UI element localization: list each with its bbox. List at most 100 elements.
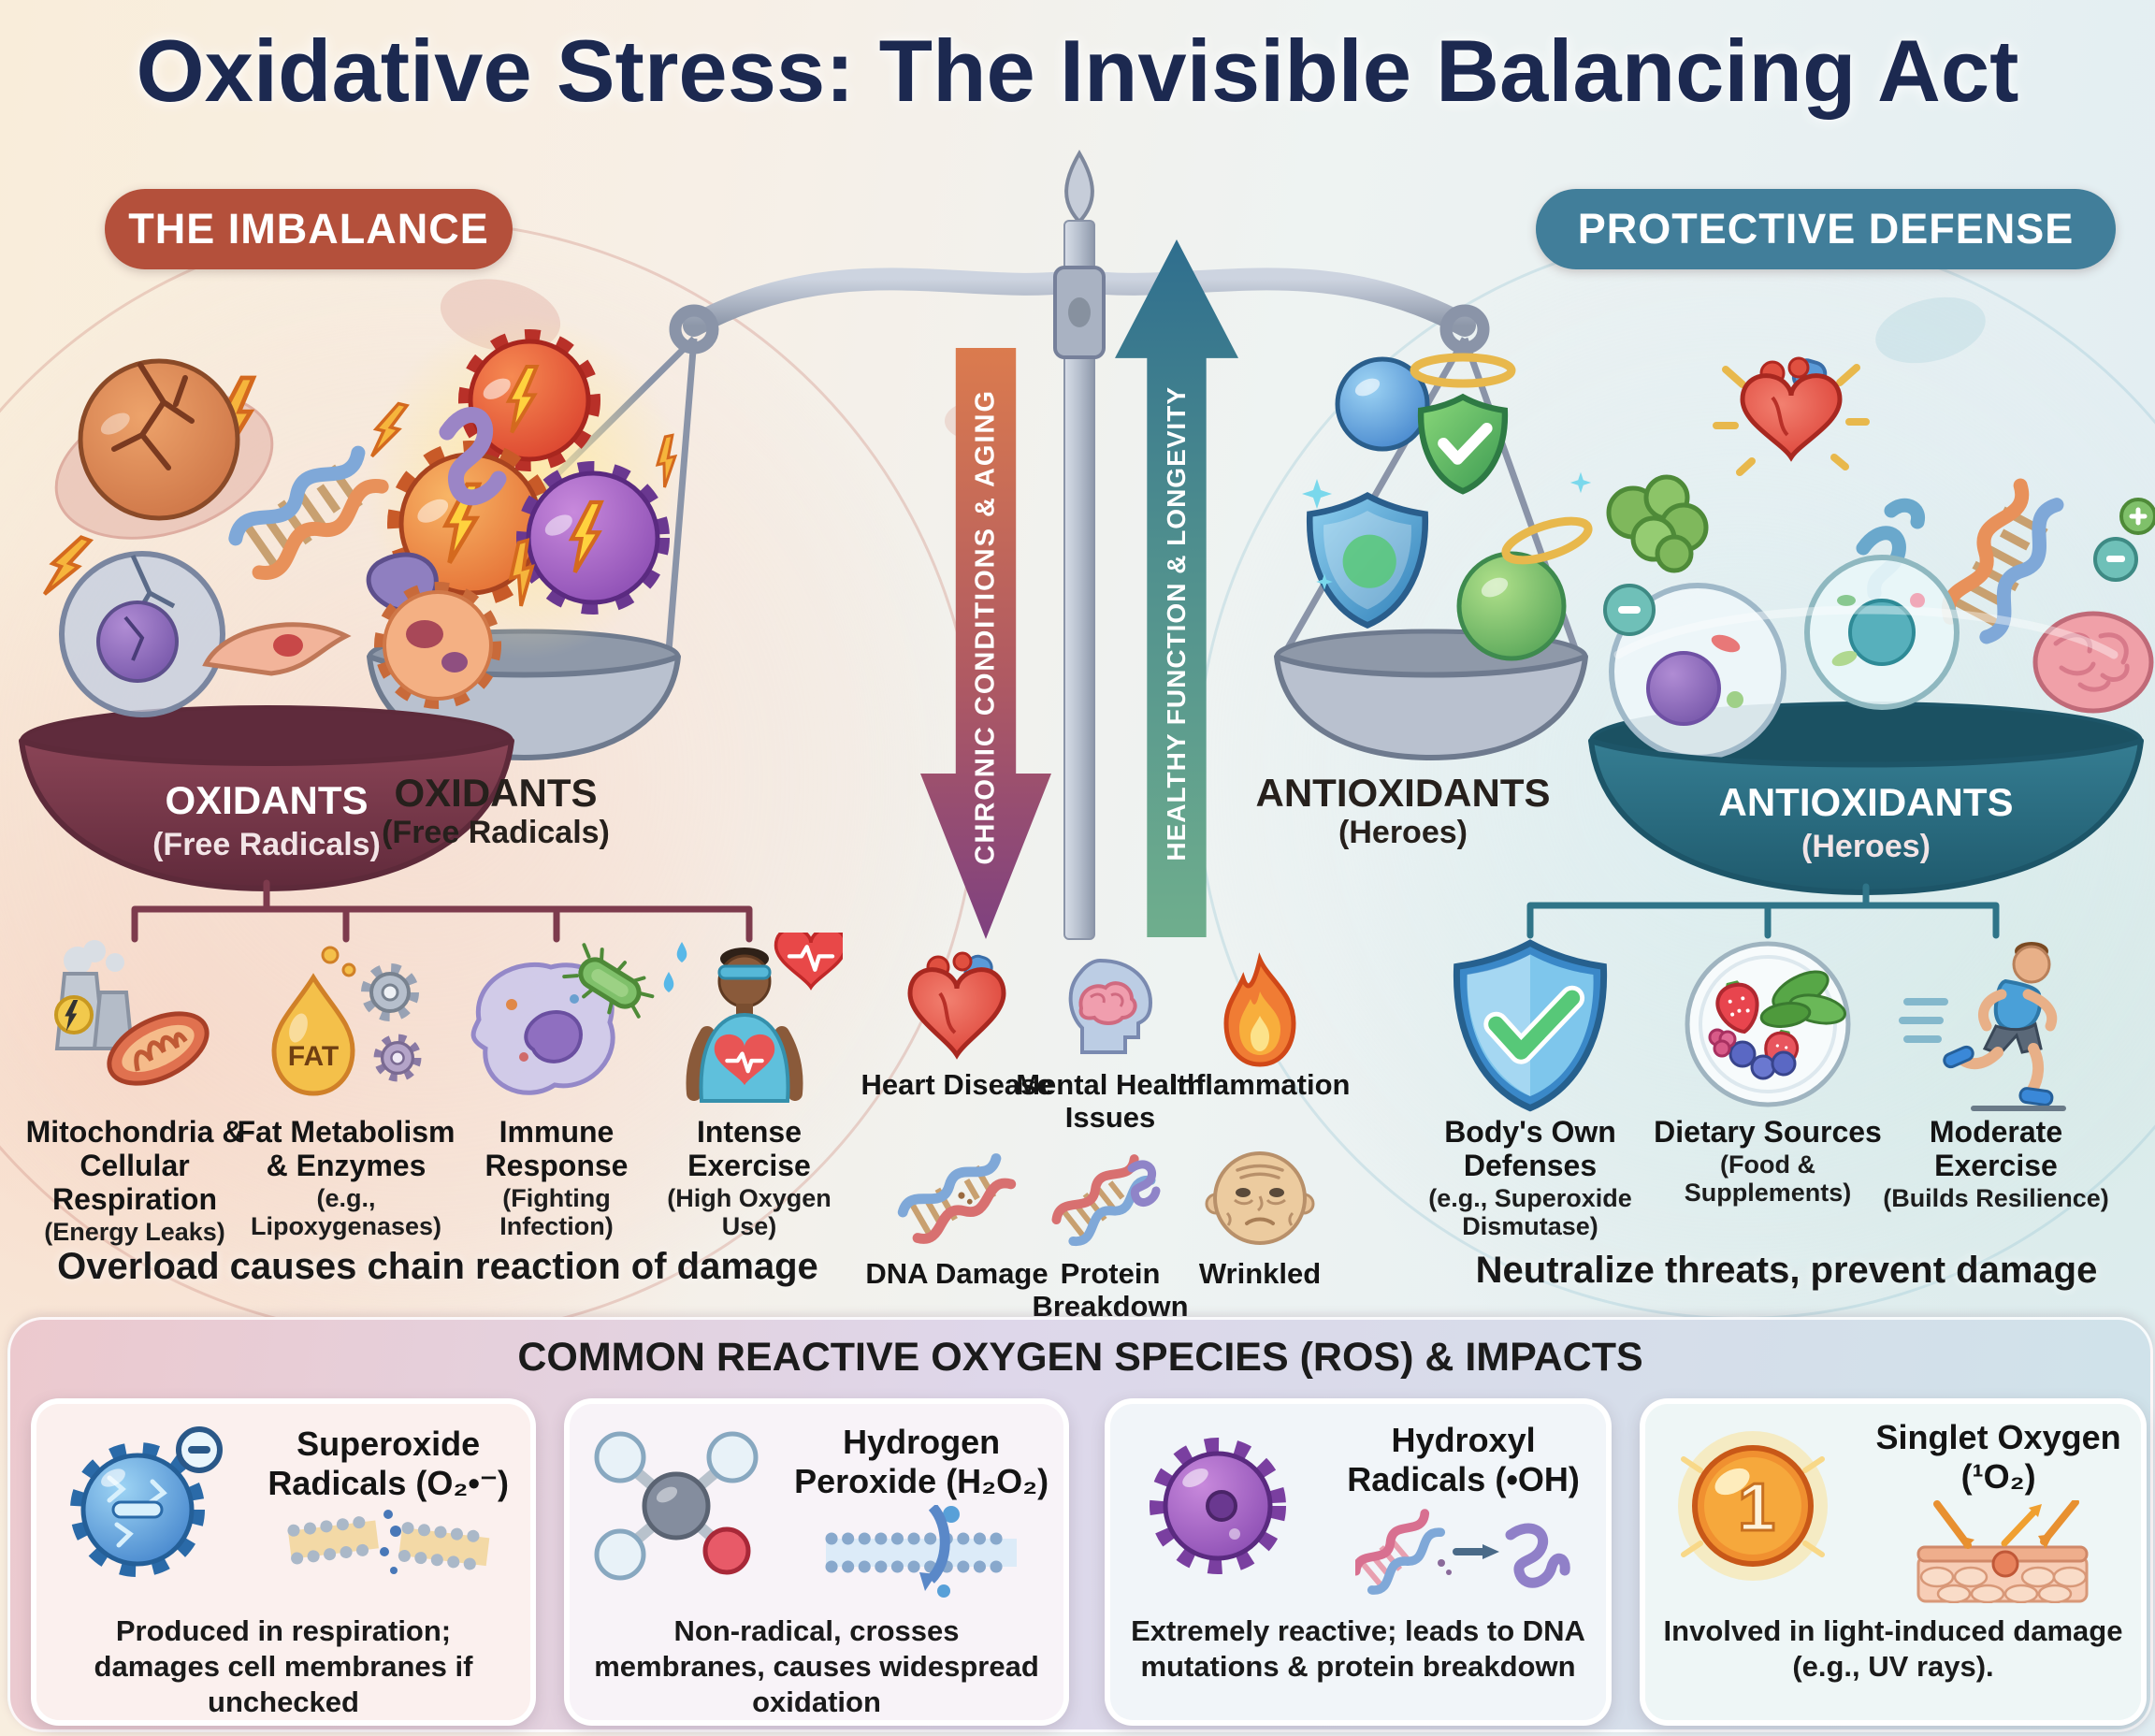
antioxidant-molecule-icon xyxy=(1606,474,1709,573)
ros-card-description: Produced in respiration; damages cell me… xyxy=(94,1614,473,1718)
ros-card-hydrogen-peroxide: Hydrogen Peroxide (H₂O₂) Non-radi xyxy=(564,1398,1069,1726)
damaged-dna-icon xyxy=(228,445,389,580)
fat-droplet-text: FAT xyxy=(288,1041,339,1072)
healthy-function-arrow-label: HEALTHY FUNCTION & LONGEVITY xyxy=(1162,385,1191,861)
ros-panel-title: COMMON REACTIVE OXYGEN SPECIES (ROS) & I… xyxy=(517,1335,1643,1380)
ros-panel: COMMON REACTIVE OXYGEN SPECIES (ROS) & I… xyxy=(7,1317,2153,1732)
chronic-conditions-arrow-label: CHRONIC CONDITIONS & AGING xyxy=(970,389,1001,865)
ros-card-superoxide: Superoxide Radicals (O₂•⁻) xyxy=(31,1398,536,1726)
shield-check-icon xyxy=(1437,932,1624,1115)
ros-card-description: Extremely reactive; leads to DNA mutatio… xyxy=(1131,1614,1585,1683)
cracked-cell-icon xyxy=(78,358,240,521)
source-immune-response: Immune Response (Fighting Infection) xyxy=(446,932,667,1241)
brain-icon xyxy=(2032,611,2154,714)
heart-icon xyxy=(896,950,1018,1068)
source-label: Immune Response xyxy=(485,1115,629,1183)
source-mitochondria: Mitochondria & Cellular Respiration (Ene… xyxy=(24,932,245,1247)
source-sublabel: (Energy Leaks) xyxy=(44,1218,225,1247)
defense-sublabel: (e.g., Superoxide Dismutase) xyxy=(1428,1184,1632,1240)
ros-card-name: Hydrogen Peroxide (H₂O₂) xyxy=(794,1423,1049,1500)
antioxidants-pan xyxy=(1274,353,1593,760)
defense-label: Body's Own Defenses xyxy=(1444,1115,1616,1183)
oxidants-pan-subtitle: (Free Radicals) xyxy=(382,815,610,851)
brain-head-icon xyxy=(1049,950,1171,1068)
oxidants-bowl-subtitle: (Free Radicals) xyxy=(152,827,381,862)
defense-sublabel: (Builds Resilience) xyxy=(1883,1184,2109,1213)
defense-bodys-own: Body's Own Defenses (e.g., Superoxide Di… xyxy=(1413,932,1647,1241)
defense-label: Moderate Exercise xyxy=(1929,1115,2063,1183)
source-sublabel: (Fighting Infection) xyxy=(499,1184,614,1240)
scale-finial xyxy=(1064,150,1094,224)
ros-card-description: Non-radical, crosses membranes, causes w… xyxy=(594,1614,1039,1718)
antioxidant-green-orb xyxy=(1456,551,1567,661)
source-fat-metabolism: FAT Fat Metabolism & Enzymes (e.g., Lipo… xyxy=(236,932,456,1241)
uv-skin-damage-art xyxy=(1916,1499,2089,1603)
ros-card-name: Superoxide Radicals (O₂•⁻) xyxy=(268,1425,509,1502)
oxidants-pan-label: OXIDANTS (Free Radicals) xyxy=(299,771,692,850)
source-label: Mitochondria & Cellular Respiration xyxy=(25,1115,244,1217)
mitochondria-icon xyxy=(36,932,233,1115)
impact-label: Mental Health Issues xyxy=(1016,1068,1205,1135)
antioxidants-pan-subtitle: (Heroes) xyxy=(1338,815,1468,851)
healthy-dna-icon xyxy=(1941,478,2064,644)
fat-metabolism-icon: FAT xyxy=(248,932,444,1115)
impact-dna-damage: DNA Damage xyxy=(859,1139,1055,1290)
impact-label: Wrinkled xyxy=(1198,1257,1322,1290)
defense-dietary-sources: Dietary Sources (Food & Supplements) xyxy=(1651,932,1885,1208)
antioxidant-blue-orb xyxy=(1335,356,1430,452)
defense-sublabel: (Food & Supplements) xyxy=(1684,1150,1852,1207)
inflamed-cell-icon xyxy=(374,582,501,709)
healthy-cell-icon xyxy=(1804,555,1960,710)
halo-icon xyxy=(1501,516,1593,565)
green-shield-check-icon xyxy=(1421,397,1505,491)
ros-card-name: Singlet Oxygen (¹O₂) xyxy=(1875,1418,2121,1496)
flame-icon xyxy=(1199,950,1321,1068)
sparkle-icon xyxy=(1302,479,1332,509)
dna-icon xyxy=(896,1139,1018,1257)
source-intense-exercise: Intense Exercise (High Oxygen Use) xyxy=(639,932,860,1241)
impact-label: Inflammation xyxy=(1169,1068,1351,1101)
sparkle-icon xyxy=(1569,471,1592,494)
immune-cell-icon xyxy=(458,932,655,1115)
source-sublabel: (e.g., Lipoxygenases) xyxy=(250,1184,442,1240)
old-face-icon xyxy=(1199,1139,1321,1257)
scale-pole xyxy=(1063,150,1095,940)
hydrogen-peroxide-icon xyxy=(570,1412,787,1599)
oxidants-bowl-title: OXIDANTS xyxy=(165,778,368,822)
membrane-damage-art xyxy=(287,1509,492,1574)
oxidants-pan-title: OXIDANTS xyxy=(394,771,598,815)
dna-mutation-art xyxy=(1354,1508,1570,1595)
ros-card-name: Hydroxyl Radicals (•OH) xyxy=(1347,1421,1580,1498)
singlet-oxygen-icon: 1 xyxy=(1645,1412,1863,1599)
impact-label: Heart Disease xyxy=(861,1068,1053,1101)
membrane-crossing-art xyxy=(825,1504,1018,1598)
oxidants-bowl-group: OXIDANTS (Free Radicals) xyxy=(19,358,545,891)
impact-wrinkled: Wrinkled xyxy=(1162,1139,1358,1290)
dietary-plate-icon xyxy=(1670,932,1866,1115)
antioxidant-minus-orbs xyxy=(1603,498,2155,636)
ros-card-singlet-oxygen: 1 Singlet Oxygen (¹O₂) xyxy=(1640,1398,2147,1726)
ros-card-description: Involved in light-induced damage (e.g., … xyxy=(1663,1614,2123,1683)
runner-icon xyxy=(1898,932,2094,1115)
antioxidants-pan-title: ANTIOXIDANTS xyxy=(1255,771,1551,815)
defense-moderate-exercise: Moderate Exercise (Builds Resilience) xyxy=(1879,932,2113,1213)
singlet-orb-number: 1 xyxy=(1738,1470,1775,1545)
ros-card-hydroxyl: Hydroxyl Radicals (•OH) Extremely xyxy=(1105,1398,1612,1726)
broken-cell-icon xyxy=(59,551,225,717)
source-label: Fat Metabolism & Enzymes xyxy=(237,1115,456,1183)
antioxidants-pan-label: ANTIOXIDANTS (Heroes) xyxy=(1207,771,1599,850)
denatured-protein-icon xyxy=(439,407,507,506)
blue-shield-icon xyxy=(1309,496,1425,626)
oxidant-sources-bracket xyxy=(131,879,753,943)
antioxidants-bowl-title: ANTIOXIDANTS xyxy=(1719,780,2014,824)
imbalance-badge: THE IMBALANCE xyxy=(105,189,513,269)
oxidant-footer-note: Overload causes chain reaction of damage xyxy=(57,1246,818,1287)
antioxidant-footer-note: Neutralize threats, prevent damage xyxy=(1475,1250,2098,1291)
free-radical-ball-purple xyxy=(516,461,670,615)
impact-inflammation: Inflammation xyxy=(1162,950,1358,1101)
damaged-tissue-icon xyxy=(202,622,352,676)
superoxide-icon xyxy=(36,1412,253,1599)
antioxidants-bowl-group: ANTIOXIDANTS (Heroes) xyxy=(1588,356,2155,895)
impact-mental-health: Mental Health Issues xyxy=(1012,950,1208,1134)
